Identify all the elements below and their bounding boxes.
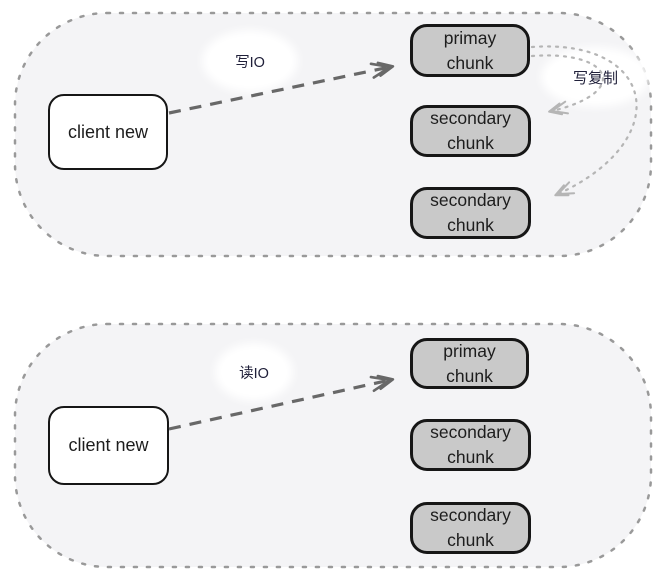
write-io-label: 写IO [235, 54, 265, 71]
write-replicate-cloud: 写复制 [547, 53, 644, 101]
read-secondary-chunk-2-label: secondary chunk [430, 505, 511, 550]
read-secondary-chunk-node-1: secondary chunk [410, 419, 531, 471]
write-secondary-chunk-node-1: secondary chunk [410, 105, 531, 157]
write-secondary-chunk-node-2: secondary chunk [410, 187, 531, 239]
write-primary-chunk-node: primay chunk [410, 24, 530, 77]
read-primary-chunk-node: primay chunk [410, 338, 529, 389]
write-primary-chunk-label: primay chunk [443, 27, 497, 73]
write-secondary-chunk-2-label: secondary chunk [430, 190, 511, 235]
write-secondary-chunk-1-label: secondary chunk [430, 108, 511, 153]
read-io-cloud: 读IO [221, 349, 287, 395]
read-client-node: client new [48, 406, 169, 485]
read-secondary-chunk-1-label: secondary chunk [430, 422, 511, 467]
write-client-node: client new [48, 94, 168, 170]
read-secondary-chunk-node-2: secondary chunk [410, 502, 531, 554]
write-client-label: client new [67, 121, 149, 142]
write-replicate-label: 写复制 [572, 69, 618, 87]
write-io-cloud: 写IO [208, 36, 292, 86]
read-io-label: 读IO [239, 365, 269, 382]
read-primary-chunk-label: primay chunk [443, 340, 496, 386]
read-client-label: client new [68, 435, 149, 455]
